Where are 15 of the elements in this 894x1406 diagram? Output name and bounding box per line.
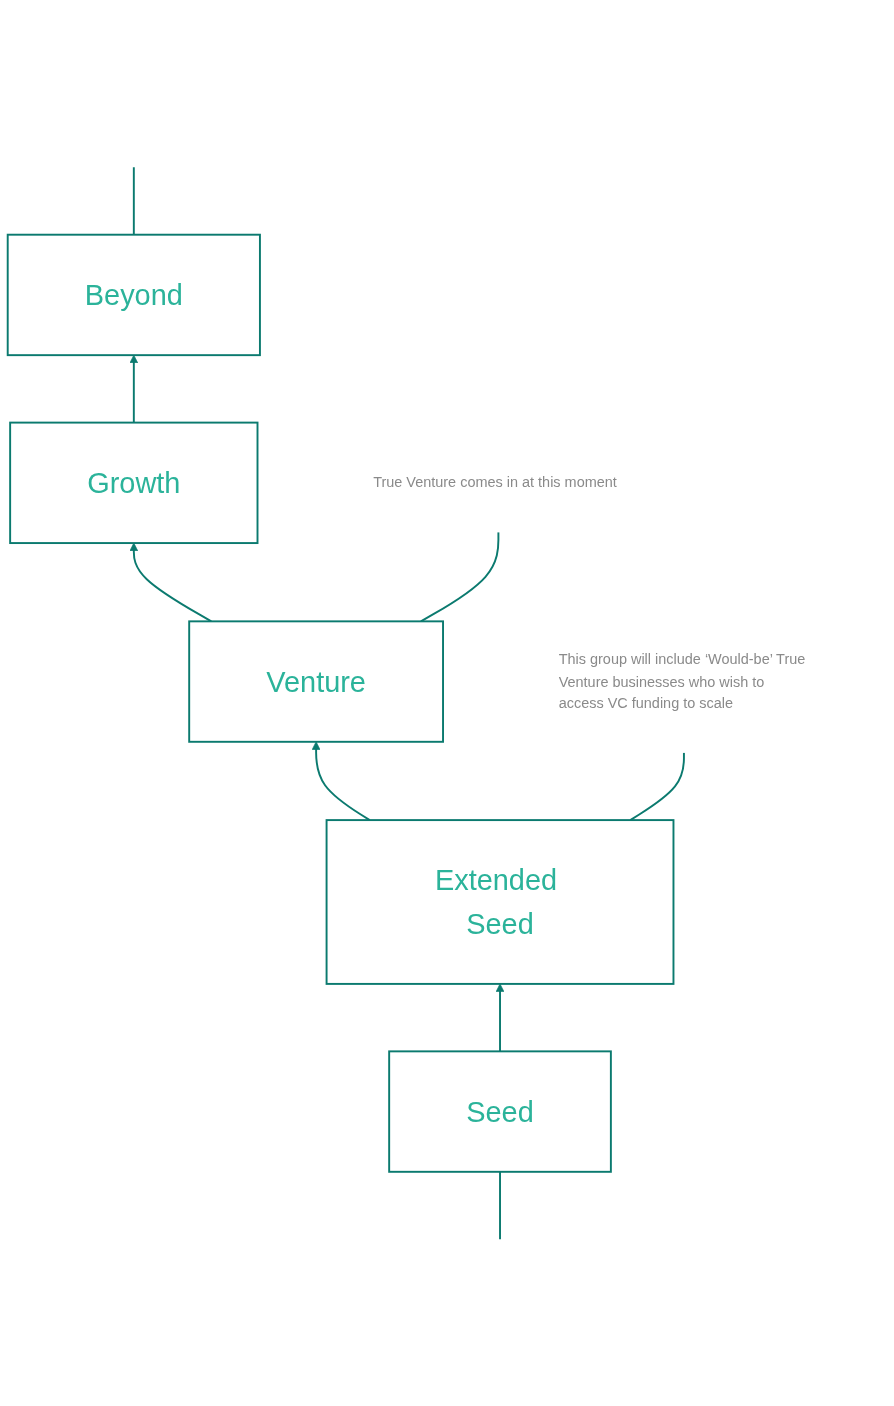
node-box: Seed [388,1050,612,1173]
connector [629,751,685,821]
arrow [129,542,213,623]
node-text: This group will include ‘Would-be’ True Venture businesses who wish to access VC funding to scale [558,650,806,711]
arrow [311,741,371,821]
connector [419,531,500,623]
node-box: Growth [9,421,259,544]
node-box: Beyond [6,233,261,356]
connector [499,1170,501,1240]
arrow [129,354,139,424]
node-text: True Venture comes in at this moment [373,473,617,491]
node-box: Extended Seed [325,818,675,985]
arrow [495,983,505,1053]
node-box: Venture [188,620,444,743]
connector [132,166,135,236]
